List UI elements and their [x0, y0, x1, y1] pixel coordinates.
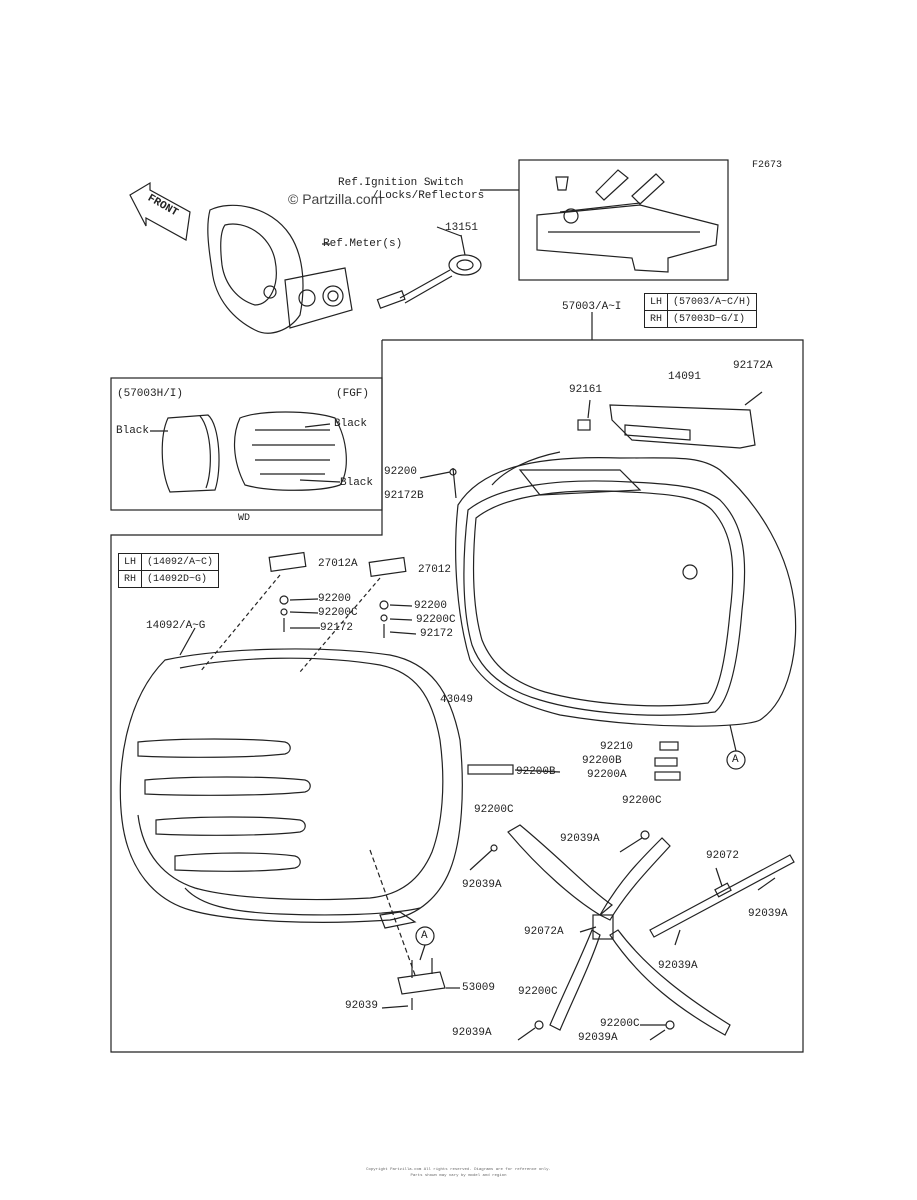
- inset-case-front: [233, 411, 347, 491]
- dash-panel: [284, 267, 353, 329]
- figure-code: F2673: [752, 160, 783, 171]
- callout-92200C-c: 92200C: [474, 804, 514, 816]
- callout-92200C-f: 92200C: [600, 1018, 640, 1030]
- inset-color-1: Black: [116, 425, 150, 437]
- ref-meter: Ref.Meter(s): [323, 238, 403, 250]
- part-cell: (14092/A~C): [141, 553, 220, 571]
- lid-14091: [609, 404, 756, 449]
- callout-92039A-f: 92039A: [578, 1032, 618, 1044]
- inset-color-3: Black: [340, 477, 374, 489]
- callout-92072: 92072: [706, 850, 740, 862]
- part-cell: (57003D~G/I): [667, 310, 758, 328]
- callout-92200B-b: 92200B: [516, 766, 556, 778]
- louvre-4: [174, 852, 301, 872]
- callout-92039A-d: 92039A: [658, 960, 698, 972]
- louvre-3: [155, 816, 306, 836]
- table-row: RH (14092D~G): [117, 570, 220, 588]
- pannier-cover-14092: [119, 648, 463, 923]
- callout-92200B-a: 92200B: [582, 755, 622, 767]
- callout-92039: 92039: [345, 1000, 379, 1012]
- callout-92039A-c: 92039A: [748, 908, 788, 920]
- table-14092: LH (14092/A~C) RH (14092D~G): [117, 553, 220, 588]
- callout-92172B: 92172B: [384, 490, 424, 502]
- callout-92172-a: 92172: [320, 622, 354, 634]
- inset-caption: WD: [238, 513, 251, 524]
- ref-ignition-line2: /Locks/Reflectors: [372, 190, 485, 202]
- callout-92200-c: 92200: [414, 600, 448, 612]
- callout-43049: 43049: [440, 694, 474, 706]
- callout-14092: 14092/A~G: [146, 620, 206, 632]
- bracket-53009: [397, 971, 446, 995]
- key-1: [595, 169, 629, 201]
- louvre-2: [144, 776, 311, 796]
- ref-ignition-line1: Ref.Ignition Switch: [338, 177, 464, 189]
- front-arrow: [129, 181, 191, 241]
- callout-27012: 27012: [418, 564, 452, 576]
- callout-53009: 53009: [462, 982, 496, 994]
- table-row: LH (57003/A~C/H): [643, 293, 758, 311]
- inset-title: (57003H/I): [117, 388, 184, 400]
- screw-small: [555, 176, 569, 191]
- table-row: LH (14092/A~C): [117, 553, 220, 571]
- callout-13151: 13151: [445, 222, 479, 234]
- main-frame-outline: [110, 339, 804, 1053]
- marker-a-1: A: [732, 754, 739, 766]
- inset-color-2: Black: [334, 418, 368, 430]
- louvre-1: [137, 738, 291, 758]
- callout-57003: 57003/A~I: [562, 301, 622, 313]
- side-cell: RH: [643, 310, 669, 328]
- callout-92172A: 92172A: [733, 360, 773, 372]
- callout-92200C-d: 92200C: [622, 795, 662, 807]
- callout-92200A: 92200A: [587, 769, 627, 781]
- meter-fairing: [207, 204, 304, 334]
- part-cell: (57003/A~C/H): [667, 293, 758, 311]
- side-cell: LH: [643, 293, 669, 311]
- stay-92072A-upper: [507, 824, 613, 916]
- ignition-module: [536, 204, 719, 273]
- watermark: © Partzilla.com: [288, 191, 383, 207]
- footer-line-2: Parts shown may vary by model and region: [410, 1174, 507, 1178]
- stay-92072: [649, 854, 795, 938]
- callout-92039A-e: 92039A: [452, 1027, 492, 1039]
- callout-92200-b: 92200: [318, 593, 352, 605]
- callout-92172-b: 92172: [420, 628, 454, 640]
- callout-92200C-b: 92200C: [416, 614, 456, 626]
- callout-92200C-a: 92200C: [318, 607, 358, 619]
- case-rim: [463, 480, 746, 716]
- pannier-case-body: [455, 457, 797, 727]
- stay-92072A-lower-right: [609, 929, 731, 1036]
- inset-region: (FGF): [336, 388, 370, 400]
- callout-92210: 92210: [600, 741, 634, 753]
- ignition-inset-box: [518, 159, 729, 281]
- color-inset-box: [110, 377, 383, 511]
- callout-92039A-b: 92039A: [462, 879, 502, 891]
- callout-92039A-a: 92039A: [560, 833, 600, 845]
- part-cell: (14092D~G): [141, 570, 220, 588]
- callout-92200C-e: 92200C: [518, 986, 558, 998]
- table-row: RH (57003D~G/I): [643, 310, 758, 328]
- inset-case-side: [161, 414, 220, 493]
- meter-inner: [220, 223, 277, 306]
- footer-line-1: Copyright Partzilla.com All rights reser…: [366, 1168, 551, 1172]
- key-2: [631, 173, 665, 205]
- stay-92072A-upper-right: [599, 837, 671, 921]
- callout-27012A: 27012A: [318, 558, 358, 570]
- marker-a-2: A: [421, 930, 428, 942]
- stay-92072A-lower-left: [549, 929, 601, 1031]
- callout-92072A: 92072A: [524, 926, 564, 938]
- callout-14091: 14091: [668, 371, 702, 383]
- side-cell: LH: [117, 553, 143, 571]
- table-57003: LH (57003/A~C/H) RH (57003D~G/I): [643, 293, 758, 328]
- callout-92161: 92161: [569, 384, 603, 396]
- side-cell: RH: [117, 570, 143, 588]
- callout-92200-a: 92200: [384, 466, 418, 478]
